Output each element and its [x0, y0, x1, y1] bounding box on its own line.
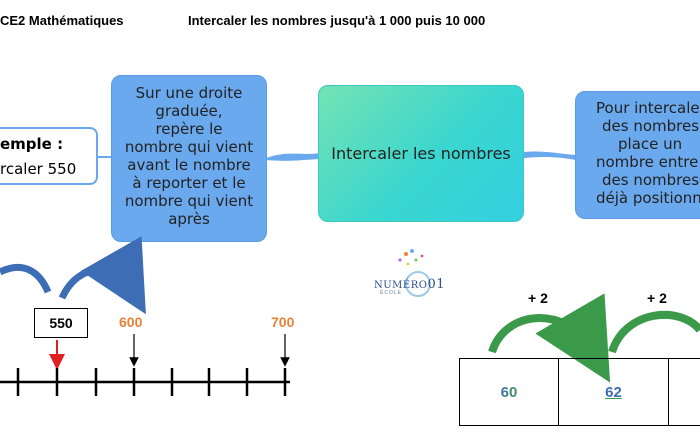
plus-two-label-left: + 2	[528, 290, 548, 306]
level-title: CE2 Mathématiques	[0, 13, 124, 28]
table-cell: 62	[559, 358, 669, 426]
logo-icon	[398, 249, 431, 297]
example-text: rcaler 550	[0, 160, 77, 178]
label-600: 600	[119, 314, 143, 330]
left-bubble-line: à reporter et le	[132, 174, 246, 192]
right-bubble-line: place un	[618, 135, 683, 153]
logo-text: NUMÉRO	[374, 280, 428, 291]
left-bubble-line: nombre qui vient	[124, 138, 254, 156]
left-bubble-line: nombre qui vient	[124, 192, 254, 210]
page-title: Intercaler les nombres jusqu'à 1 000 pui…	[188, 13, 486, 28]
left-bubble: Sur une droite graduée, repère le nombre…	[111, 75, 267, 242]
right-bubble-line: des nombres	[602, 171, 700, 189]
center-bubble: Intercaler les nombres	[318, 85, 524, 222]
connector-left-center	[266, 153, 320, 161]
right-bubble: Pour intercale des nombres place un nomb…	[575, 91, 700, 219]
table-cell	[669, 358, 700, 426]
example-heading: emple :	[0, 135, 64, 153]
table-cell-value: 60	[500, 383, 518, 401]
label-700: 700	[271, 314, 295, 330]
right-bubble-line: des nombres	[602, 117, 700, 135]
logo-digit: 01	[427, 277, 445, 292]
connector-center-right	[524, 151, 576, 160]
left-bubble-line: repère le	[155, 120, 223, 138]
center-bubble-label: Intercaler les nombres	[331, 144, 511, 163]
left-bubble-line: après	[168, 210, 210, 228]
number-table: 60 62	[459, 358, 700, 426]
plus-two-arrow-right	[608, 310, 700, 354]
right-bubble-line: déjà positionn	[596, 189, 700, 207]
table-cell: 60	[459, 358, 559, 426]
plus-two-label-right: + 2	[647, 290, 667, 306]
boxed-value-550: 550	[34, 308, 88, 338]
hop-arrow-right	[58, 236, 146, 315]
left-bubble-line: graduée,	[155, 102, 223, 120]
right-bubble-line: Pour intercale	[596, 99, 700, 117]
plus-two-arrow-left	[488, 293, 611, 383]
example-box: emple : rcaler 550	[0, 127, 98, 185]
logo-subtext: ÉCOLE	[380, 290, 402, 296]
numero01-logo: NUMÉRO01 ÉCOLE	[372, 246, 445, 298]
hop-arrow-left	[0, 263, 52, 294]
left-bubble-line: avant le nombre	[127, 156, 251, 174]
right-bubble-line: nombre entre	[596, 153, 699, 171]
table-cell-value: 62	[605, 383, 622, 401]
left-bubble-line: Sur une droite	[135, 84, 243, 102]
